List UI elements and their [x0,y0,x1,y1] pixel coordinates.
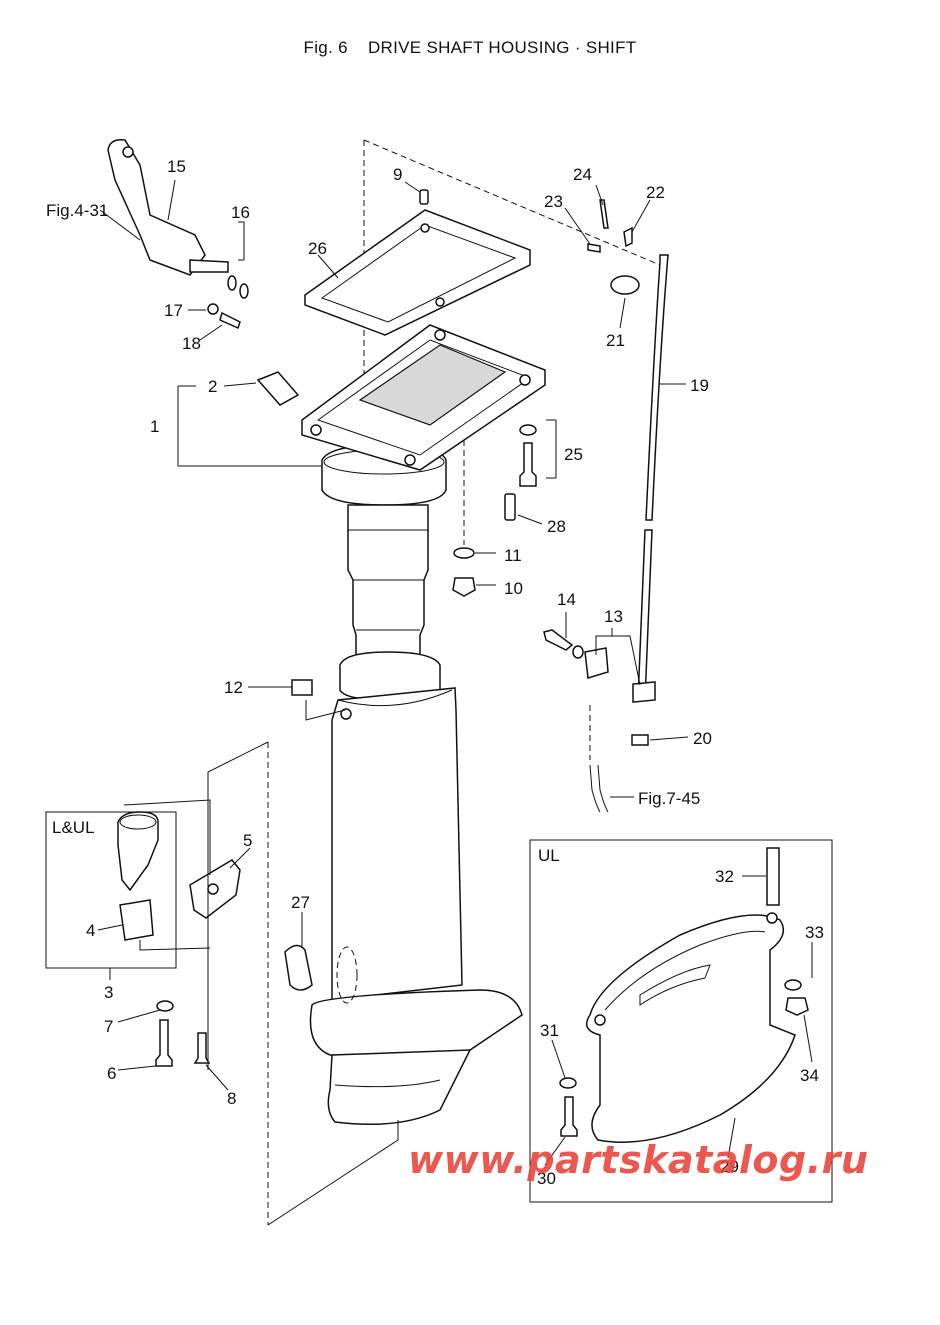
part-label-25: 25 [564,445,583,464]
mount-plate [301,324,546,471]
part-label-4: 4 [86,921,96,940]
part-label-11: 11 [504,546,522,565]
part-label-21: 21 [606,331,625,350]
part-label-7: 7 [104,1017,114,1036]
pin-23 [587,243,601,253]
part-label-5: 5 [243,831,253,850]
diagram-title: Fig. 6 DRIVE SHAFT HOUSING · SHIFT [0,38,940,58]
part-label-12: 12 [224,678,243,697]
part-label-18: 18 [182,334,201,353]
bushing-2 [256,371,300,406]
part-label-13: 13 [604,607,623,626]
lul-parts [117,811,241,1067]
cable-fig7 [589,764,601,813]
ref-fig4-31: Fig.4-31 [46,201,109,220]
pin-9 [419,189,429,205]
part-label-24: 24 [573,165,592,184]
part-label-17: 17 [164,301,183,320]
part-label-10: 10 [504,579,523,598]
washer-31 [559,1077,577,1089]
lul-frame [45,811,177,969]
bolt-30 [560,1096,578,1137]
watermark: www.partskatalog.ru [408,1138,869,1182]
part-label-16: 16 [231,203,250,222]
box-label-ul: UL [538,846,560,865]
stud-32 [766,847,780,906]
part-label-20: 20 [693,729,712,748]
part-label-14: 14 [557,590,576,609]
clamp-13b [632,681,656,703]
figure-name: DRIVE SHAFT HOUSING · SHIFT [367,38,637,57]
dowel-28 [504,493,516,521]
drive-shaft-housing [309,444,523,1126]
ul-frame [529,839,833,1203]
grommet-27 [284,944,313,991]
center-lines [267,139,661,1225]
part-label-2: 2 [208,377,218,396]
washer-14 [572,645,584,659]
ul-extension [585,912,796,1143]
part-label-33: 33 [805,923,824,942]
bolt-14 [543,629,574,651]
ref-fig7-45: Fig.7-45 [638,789,701,808]
part-label-28: 28 [547,517,566,536]
nut-34 [785,997,809,1016]
shift-rod [631,254,669,746]
part-label-29: 29 [720,1157,739,1176]
part-label-34: 34 [800,1066,819,1085]
screw-22 [623,226,633,248]
part-label-27: 27 [291,893,310,912]
part-label-1: 1 [150,417,160,436]
part-label-31: 31 [540,1021,559,1040]
part-label-15: 15 [167,157,186,176]
clamp-13 [584,647,609,679]
part-label-23: 23 [544,192,563,211]
washer-11 [453,547,475,559]
ball-17 [207,303,219,315]
bolt-25 [519,442,537,487]
part-label-3: 3 [104,983,114,1002]
shift-lever [107,138,229,276]
part-label-32: 32 [715,867,734,886]
box-label-lul: L&UL [52,818,95,837]
nut-10 [452,577,476,597]
figure-number: Fig. 6 [303,38,348,57]
washer-33 [784,979,802,991]
part-label-8: 8 [227,1089,237,1108]
gasket [304,209,531,336]
washer-25 [519,424,537,436]
clip-24 [599,199,609,229]
part-label-6: 6 [107,1064,117,1083]
part-label-9: 9 [393,165,403,184]
part-label-22: 22 [646,183,665,202]
leader-lines [97,179,813,1166]
o-ring-16a [227,275,237,291]
spring-18 [219,311,241,330]
part-label-26: 26 [308,239,327,258]
part-label-19: 19 [690,376,709,395]
o-ring-16b [239,283,249,299]
part-label-30: 30 [537,1169,556,1188]
plug-12 [291,679,313,696]
link-21 [610,275,640,295]
